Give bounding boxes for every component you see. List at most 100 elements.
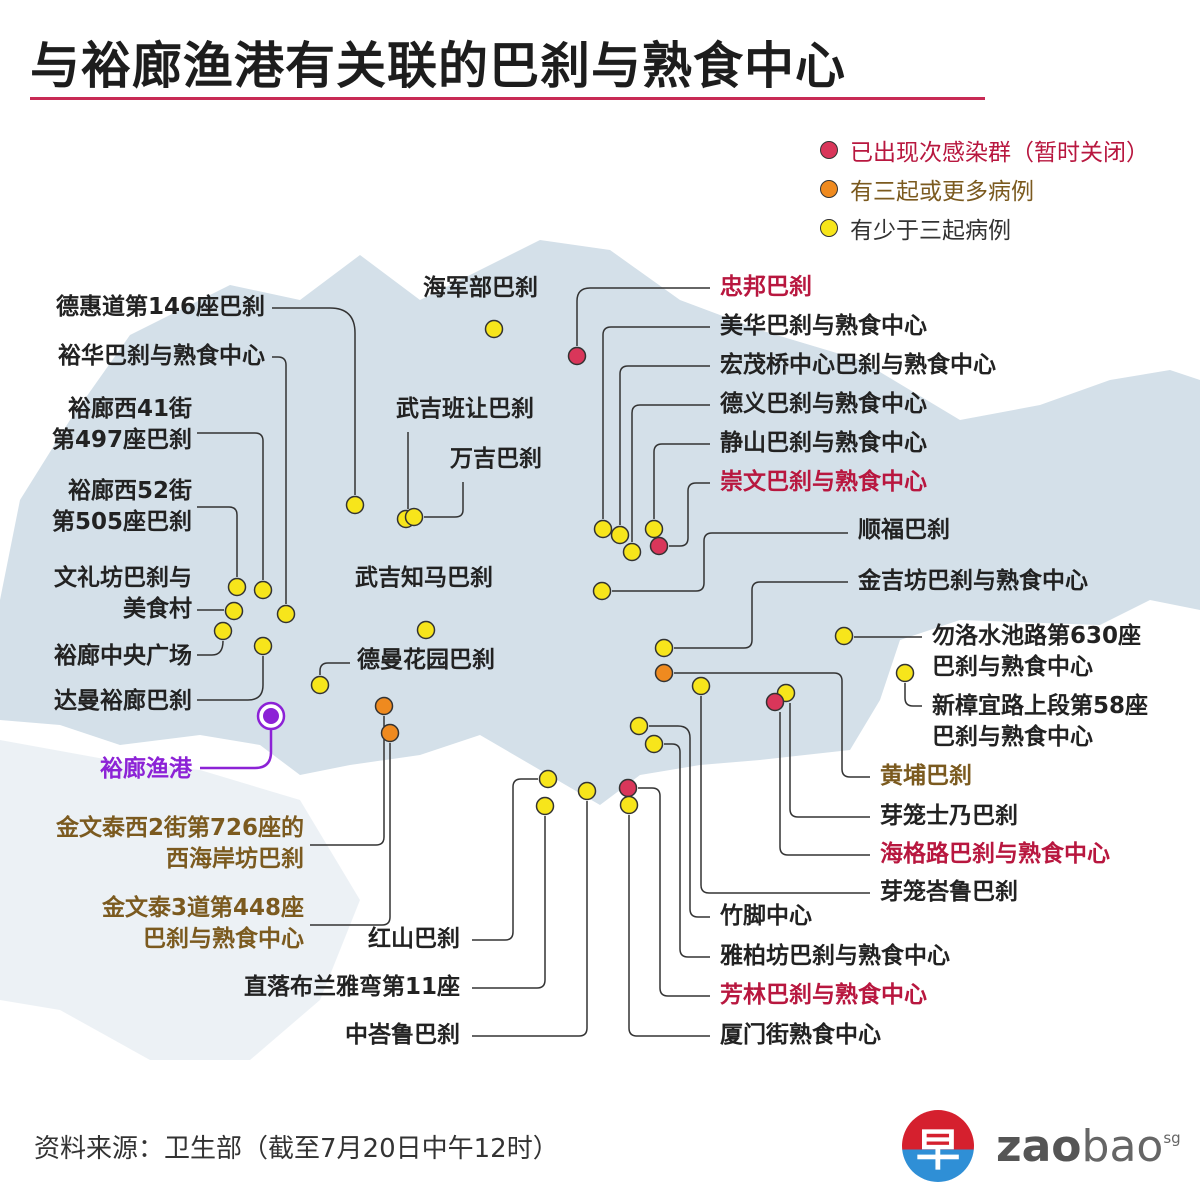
label-whampoa: 黄埔巴刹 [880,763,972,789]
marker-jcentral [213,621,233,641]
label-line: 美食村 [123,596,192,622]
label-jingshan: 静山巴刹与熟食中心 [720,430,927,456]
legend: 已出现次感染群（暂时关闭） 有三起或更多病例 有少于三起病例 [820,130,1149,247]
marker-telok [535,796,555,816]
label-clementi726: 金文泰西2街第726座的西海岸坊巴刹 [56,813,304,875]
label-bedok: 勿洛水池路第630座巴刹与熟食中心 [932,621,1141,683]
label-line: 第497座巴刹 [51,427,192,453]
island-offshore [0,740,360,1060]
wordmark-suffix: sg [1163,1128,1181,1147]
marker-jinji [654,638,674,658]
markers [213,319,915,816]
red-dot-icon [820,140,838,159]
leader-lines [197,287,922,1037]
label-line: 巴刹与熟食中心 [143,926,304,952]
label-telok: 直落布兰雅弯第11座 [243,974,460,1000]
marker-changi [895,663,915,683]
legend-label: 有三起或更多病例 [850,178,1034,205]
label-jcentral: 裕廊中央广场 [54,643,192,669]
marker-haig [765,692,785,712]
label-jinji: 金吉坊巴刹与熟食中心 [858,568,1088,594]
label-chongpang: 忠邦巴刹 [720,274,812,300]
label-jw41: 裕廊西41街第497座巴刹 [52,394,192,456]
marker-bedok [834,626,854,646]
label-honglim: 芳林巴刹与熟食中心 [720,982,927,1008]
label-line: 裕廊西52街 [67,478,192,504]
label-line: 裕廊西41街 [67,396,192,422]
label-line: 巴刹与熟食中心 [932,724,1093,750]
marker-dunearn [310,675,330,695]
label-amoy: 厦门街熟食中心 [720,1022,881,1048]
label-wenli: 文礼坊巴刹与美食村 [54,563,192,625]
zaobao-wordmark: zaobaosg [996,1121,1181,1172]
marker-fishery [263,708,279,724]
marker-amk [610,525,630,545]
marker-shunfu [592,581,612,601]
label-meihua: 美华巴刹与熟食中心 [720,313,927,339]
label-clementi448: 金文泰3道第448座巴刹与熟食中心 [102,893,304,955]
marker-jw41 [253,580,273,600]
label-line: 金文泰西2街第726座的 [55,815,304,841]
marker-jingshan [644,519,664,539]
label-albert: 雅柏坊巴刹与熟食中心 [720,943,950,969]
label-chongwen: 崇文巴刹与熟食中心 [720,469,927,495]
marker-chongwen [649,536,669,556]
label-line: 西海岸坊巴刹 [166,846,304,872]
label-admiralty: 海军部巴刹 [423,275,538,301]
orange-dot-icon [820,179,838,198]
label-line: 新樟宜路上段第58座 [932,693,1149,719]
source-note: 资料来源：卫生部（截至7月20日中午12时） [34,1134,559,1164]
label-shunfu: 顺福巴刹 [858,517,950,543]
label-deyi: 德义巴刹与熟食中心 [720,391,927,417]
label-fishery: 裕廊渔港 [100,756,192,782]
label-geylangserai: 芽笼士乃巴刹 [880,803,1018,829]
label-line: 文礼坊巴刹与 [54,565,192,591]
marker-honglim [618,778,638,798]
label-line: 金文泰3道第448座 [101,895,304,921]
marker-clementi726 [374,696,394,716]
marker-taman [253,636,273,656]
marker-tiong [577,781,597,801]
marker-yuhua [276,604,296,624]
label-timah: 武吉知马巴刹 [355,565,493,591]
marker-clementi448 [380,723,400,743]
marker-deyi [622,542,642,562]
yellow-dot-icon [820,218,838,237]
label-line: 第505座巴刹 [51,509,192,535]
marker-wenli [224,601,244,621]
label-yuhua: 裕华巴刹与熟食中心 [58,343,265,369]
marker-albert [644,734,664,754]
zaobao-logo: 早 zaobaosg [902,1110,1181,1182]
label-line: 勿洛水池路第630座 [932,623,1142,649]
wordmark-light: bao [1081,1120,1164,1172]
label-haig: 海格路巴刹与熟食中心 [880,841,1110,867]
marker-whampoa [654,663,674,683]
island-east [1080,420,1200,560]
label-tekka: 竹脚中心 [720,903,812,929]
label-dehui: 德惠道第146座巴刹 [55,294,265,320]
marker-wanji [404,507,424,527]
marker-amoy [619,795,639,815]
label-tiong: 中峇鲁巴刹 [345,1022,460,1048]
legend-label: 有少于三起病例 [850,217,1011,244]
label-panjang: 武吉班让巴刹 [396,396,534,422]
marker-chongpang [567,346,587,366]
legend-item-three-plus: 有三起或更多病例 [820,169,1149,208]
marker-jw52 [227,577,247,597]
zaobao-logo-icon: 早 [902,1110,974,1182]
label-geylangbahru: 芽笼峇鲁巴刹 [880,879,1018,905]
marker-geylangbahru [691,676,711,696]
marker-tekka [629,716,649,736]
title-underline [30,97,985,100]
page-title: 与裕廊渔港有关联的巴刹与熟食中心 [30,37,846,95]
marker-meihua [593,519,613,539]
marker-admiralty [484,319,504,339]
legend-item-cluster: 已出现次感染群（暂时关闭） [820,130,1149,169]
label-amk: 宏茂桥中心巴刹与熟食中心 [720,352,996,378]
label-taman: 达曼裕廊巴刹 [54,688,192,714]
marker-dehui [345,495,365,515]
label-changi: 新樟宜路上段第58座巴刹与熟食中心 [932,691,1148,753]
label-dunearn: 德曼花园巴刹 [357,647,495,673]
label-redhill: 红山巴刹 [368,926,460,952]
